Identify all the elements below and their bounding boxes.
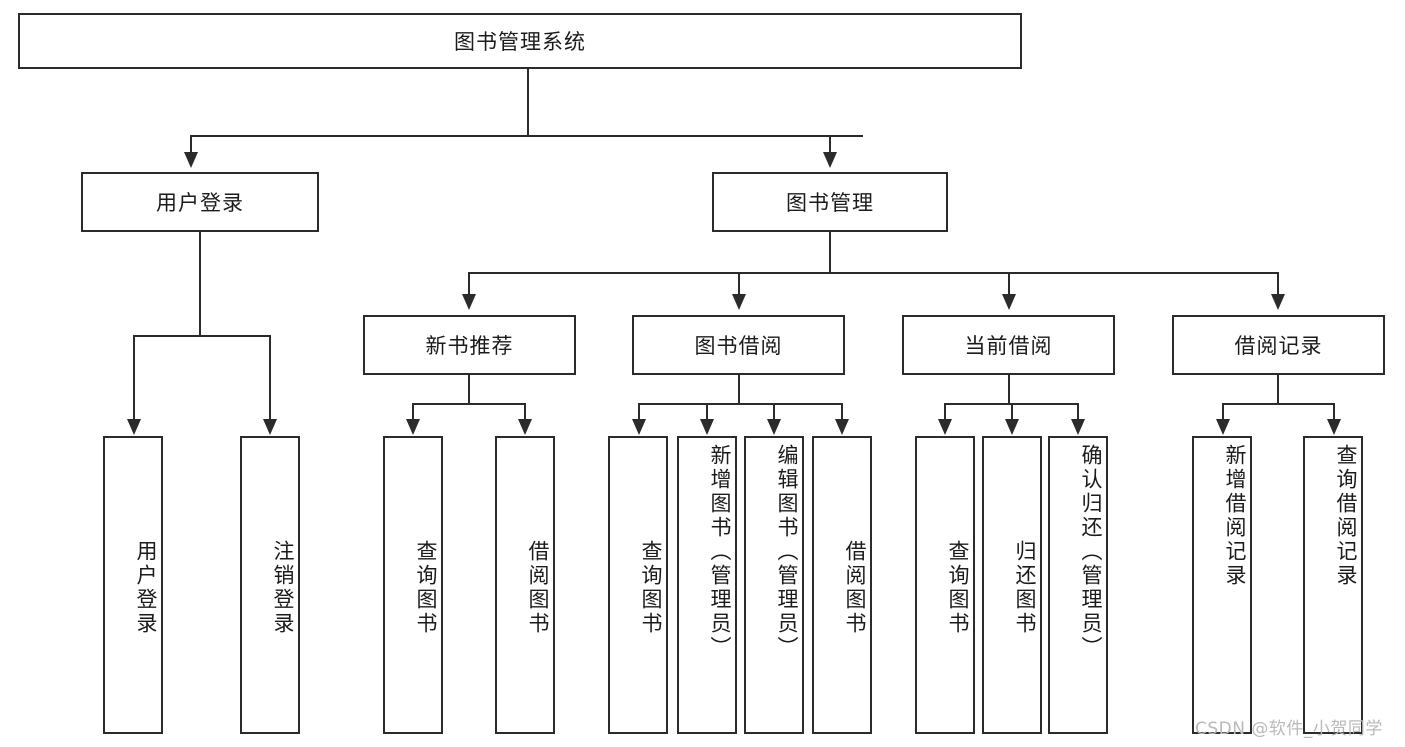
connector-book-management-bus [468,272,1279,274]
connector-cb-drop-3 [1077,403,1079,421]
arrow-to-current-borrow [1002,294,1016,310]
connector-user-login-bus [133,335,271,337]
connector-bb-drop-1 [638,403,640,421]
leaf-logout[interactable]: 注销登录 [240,436,300,734]
node-label: 用户登录 [134,540,158,636]
connector-bb-drop-2 [706,403,708,421]
node-book-borrow[interactable]: 图书借阅 [632,315,845,375]
leaf-bb-query-book[interactable]: 查询图书 [608,436,668,734]
leaf-nbr-borrow-book[interactable]: 借阅图书 [495,436,555,734]
connector-bm-drop-1 [468,272,470,296]
connector-cb-drop-2 [1011,403,1013,421]
arrow-to-bb-query-book [632,419,646,435]
leaf-nbr-query-book[interactable]: 查询图书 [383,436,443,734]
arrow-to-cb-confirm-return [1071,419,1085,435]
node-label: 借阅记录 [1234,334,1323,358]
node-label: 新书推荐 [425,334,514,358]
connector-br-stem [1277,375,1279,404]
connector-book-management-stem [829,232,831,273]
connector-root-stem [527,69,529,135]
node-book-management[interactable]: 图书管理 [712,172,948,232]
node-label: 编辑图书（管理员） [775,444,799,660]
node-label: 查询借阅记录 [1334,444,1358,588]
node-current-borrow[interactable]: 当前借阅 [902,315,1115,375]
connector-nbr-stem [468,375,470,404]
connector-user-login-drop-2 [269,335,271,421]
arrow-to-br-query-record [1327,419,1341,435]
node-label: 当前借阅 [964,334,1053,358]
leaf-cb-return-book[interactable]: 归还图书 [982,436,1042,734]
leaf-bb-borrow-book[interactable]: 借阅图书 [812,436,872,734]
connector-nbr-drop-1 [412,403,414,421]
connector-root-drop-left [190,135,192,154]
node-label: 借阅图书 [843,540,867,636]
arrow-to-bb-add-book [700,419,714,435]
leaf-br-query-record[interactable]: 查询借阅记录 [1303,436,1363,734]
leaf-cb-confirm-return[interactable]: 确认归还（管理员） [1048,436,1108,734]
node-label: 新增图书（管理员） [708,444,732,660]
connector-bm-drop-4 [1277,272,1279,296]
connector-root-drop-right [829,135,831,154]
arrow-to-new-book-recommend [462,294,476,310]
leaf-bb-edit-book[interactable]: 编辑图书（管理员） [744,436,804,734]
arrow-to-book-management [823,152,837,168]
connector-br-bus [1222,403,1335,405]
node-label: 用户登录 [156,191,244,215]
arrow-to-cb-return-book [1005,419,1019,435]
connector-bm-drop-3 [1008,272,1010,296]
connector-root-bus [190,135,863,137]
connector-br-drop-1 [1222,403,1224,421]
leaf-user-login[interactable]: 用户登录 [103,436,163,734]
node-new-book-recommend[interactable]: 新书推荐 [363,315,576,375]
connector-br-drop-2 [1333,403,1335,421]
arrow-to-leaf-logout [263,419,277,435]
node-borrow-record[interactable]: 借阅记录 [1172,315,1385,375]
connector-cb-drop-1 [944,403,946,421]
node-user-login[interactable]: 用户登录 [81,172,319,232]
node-label: 新增借阅记录 [1223,444,1247,588]
connector-user-login-drop-1 [133,335,135,421]
connector-user-login-stem [199,232,201,336]
node-root-book-management-system[interactable]: 图书管理系统 [18,13,1022,69]
arrow-to-bb-borrow-book [835,419,849,435]
connector-bb-drop-4 [841,403,843,421]
node-label: 图书管理系统 [454,30,586,54]
node-label: 注销登录 [271,540,295,636]
arrow-to-nbr-borrow-book [518,419,532,435]
arrow-to-bb-edit-book [767,419,781,435]
arrow-to-nbr-query-book [406,419,420,435]
arrow-to-borrow-record [1271,294,1285,310]
node-label: 查询图书 [639,540,663,636]
node-label: 归还图书 [1013,540,1037,636]
node-label: 图书借阅 [694,334,783,358]
watermark: CSDN @软件_小贺同学 [1195,719,1383,739]
arrow-to-br-add-record [1216,419,1230,435]
connector-cb-stem [1008,375,1010,404]
connector-bb-stem [738,375,740,404]
connector-nbr-bus [412,403,526,405]
connector-bb-bus [638,403,843,405]
connector-bm-drop-2 [738,272,740,296]
connector-nbr-drop-2 [524,403,526,421]
arrow-to-book-borrow [732,294,746,310]
arrow-to-leaf-user-login [127,419,141,435]
node-label: 查询图书 [946,540,970,636]
connector-bb-drop-3 [773,403,775,421]
node-label: 借阅图书 [526,540,550,636]
node-label: 确认归还（管理员） [1079,444,1103,660]
arrow-to-user-login [184,152,198,168]
node-label: 查询图书 [414,540,438,636]
leaf-cb-query-book[interactable]: 查询图书 [915,436,975,734]
leaf-bb-add-book[interactable]: 新增图书（管理员） [677,436,737,734]
leaf-br-add-record[interactable]: 新增借阅记录 [1192,436,1252,734]
node-label: 图书管理 [786,191,874,215]
arrow-to-cb-query-book [938,419,952,435]
